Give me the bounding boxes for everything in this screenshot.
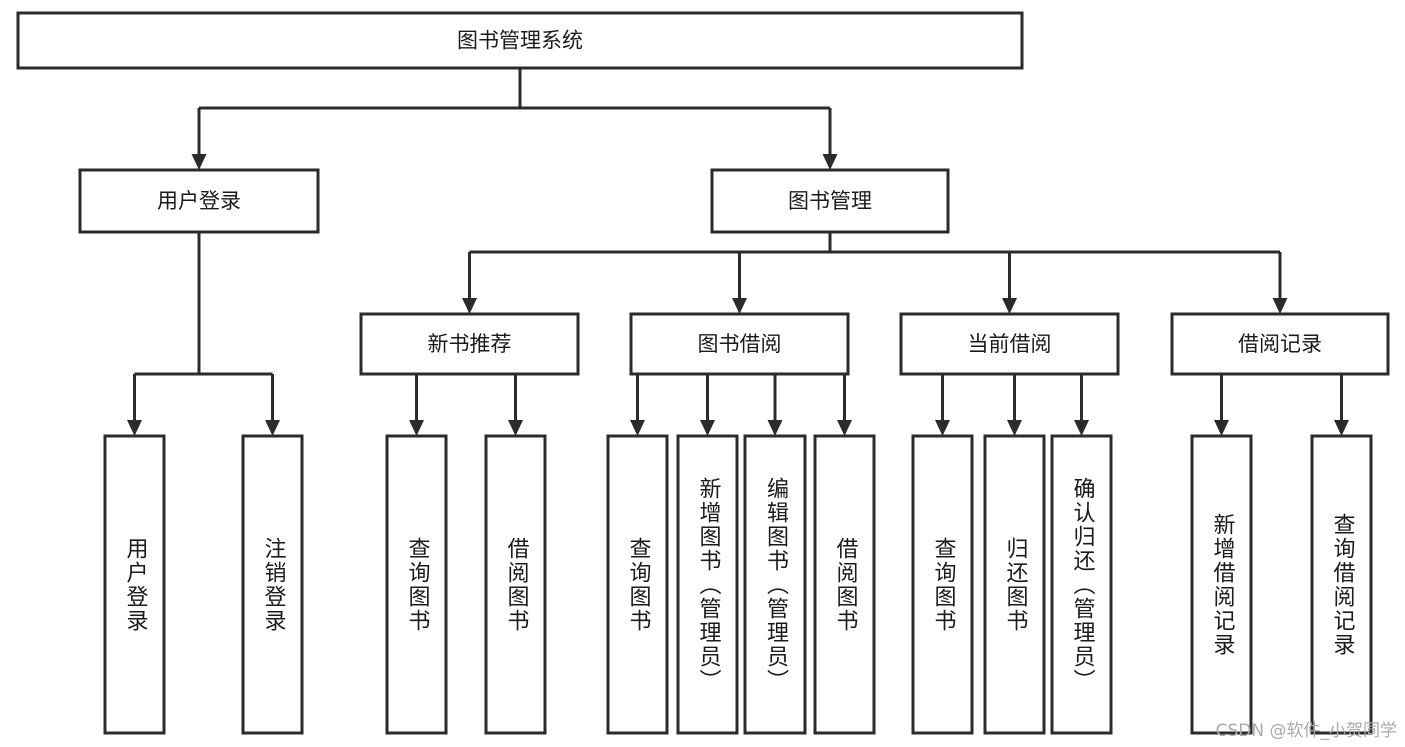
node-label-leaf-br-add: 新增借阅记录 (1209, 512, 1235, 657)
arrowhead-current-borrow-to-leaf-cb-return (1007, 420, 1022, 436)
arrowhead-root-to-book-manage (822, 154, 838, 170)
arrowhead-current-borrow-to-leaf-cb-confirm (1074, 420, 1089, 436)
node-box-leaf-rec-borrow[interactable] (484, 434, 547, 735)
node-label-wrap-leaf-bb-edit: 编辑图书（管理员） (745, 436, 805, 733)
node-box-leaf-user-login[interactable] (103, 434, 166, 735)
arrowhead-book-borrow-to-leaf-bb-edit (767, 420, 783, 436)
node-label-leaf-bb-add: 新增图书（管理员） (695, 476, 721, 693)
node-label-wrap-leaf-bb-add: 新增图书（管理员） (678, 436, 737, 733)
node-label-user-login: 用户登录 (157, 189, 241, 213)
node-box-current-borrow[interactable] (899, 312, 1120, 376)
node-label-leaf-logout: 注销登录 (260, 536, 286, 633)
arrowhead-book-manage-to-borrow-record (1272, 298, 1288, 314)
node-label-leaf-bb-borrow: 借阅图书 (832, 536, 858, 633)
node-label-wrap-leaf-user-login: 用户登录 (105, 436, 164, 733)
node-label-leaf-rec-query: 查询图书 (404, 536, 430, 633)
arrowhead-book-manage-to-book-borrow (732, 298, 747, 314)
node-label-leaf-cb-return: 归还图书 (1002, 536, 1028, 633)
node-box-leaf-bb-borrow[interactable] (813, 434, 876, 735)
node-label-wrap-leaf-rec-query: 查询图书 (387, 436, 446, 733)
arrowhead-book-borrow-to-leaf-bb-add (700, 420, 715, 436)
boxes-layer (16, 11, 1390, 735)
node-box-root[interactable] (16, 11, 1024, 70)
node-label-borrow-record: 借阅记录 (1238, 332, 1322, 356)
node-label-leaf-cb-confirm: 确认归还（管理员） (1069, 476, 1095, 693)
node-label-wrap-leaf-cb-confirm: 确认归还（管理员） (1052, 436, 1111, 733)
arrowhead-borrow-record-to-leaf-br-add (1214, 420, 1229, 436)
node-label-root: 图书管理系统 (457, 29, 583, 53)
node-box-leaf-cb-confirm[interactable] (1050, 434, 1113, 735)
arrowhead-user-login-to-leaf-user-login (127, 420, 142, 436)
node-label-leaf-bb-edit: 编辑图书（管理员） (762, 476, 788, 693)
arrowhead-book-manage-to-current-borrow (1002, 298, 1017, 314)
node-label-wrap-leaf-bb-borrow: 借阅图书 (815, 436, 874, 733)
edges-layer (127, 68, 1349, 436)
node-box-user-login[interactable] (78, 168, 320, 234)
node-box-leaf-br-query[interactable] (1310, 434, 1373, 735)
node-box-borrow-record[interactable] (1170, 312, 1390, 376)
node-label-leaf-user-login: 用户登录 (122, 536, 148, 633)
arrowhead-current-borrow-to-leaf-cb-query (935, 420, 950, 436)
node-label-leaf-bb-query: 查询图书 (625, 536, 651, 633)
node-label-wrap-leaf-rec-borrow: 借阅图书 (486, 436, 545, 733)
node-label-wrap-leaf-bb-query: 查询图书 (608, 436, 667, 733)
node-label-wrap-leaf-br-query: 查询借阅记录 (1312, 436, 1371, 733)
node-label-leaf-rec-borrow: 借阅图书 (503, 536, 529, 633)
arrowhead-borrow-record-to-leaf-br-query (1334, 420, 1349, 436)
node-label-wrap-leaf-logout: 注销登录 (243, 436, 302, 733)
arrowhead-new-book-rec-to-leaf-rec-borrow (508, 420, 523, 436)
arrowhead-new-book-rec-to-leaf-rec-query (409, 420, 424, 436)
node-label-leaf-br-query: 查询借阅记录 (1329, 512, 1355, 657)
node-box-leaf-bb-query[interactable] (606, 434, 669, 735)
arrowhead-root-to-user-login (191, 154, 207, 170)
node-box-leaf-br-add[interactable] (1190, 434, 1253, 735)
arrowhead-book-borrow-to-leaf-bb-borrow (837, 420, 852, 436)
arrowhead-book-borrow-to-leaf-bb-query (630, 420, 645, 436)
node-box-book-manage[interactable] (710, 168, 950, 234)
node-box-new-book-rec[interactable] (359, 312, 580, 376)
node-label-leaf-cb-query: 查询图书 (930, 536, 956, 633)
node-label-book-borrow: 图书借阅 (698, 332, 782, 356)
node-box-book-borrow[interactable] (629, 312, 850, 376)
node-label-book-manage: 图书管理 (788, 189, 872, 213)
node-label-wrap-leaf-br-add: 新增借阅记录 (1192, 436, 1251, 733)
node-box-leaf-bb-add[interactable] (676, 434, 739, 735)
node-box-leaf-rec-query[interactable] (385, 434, 448, 735)
node-box-leaf-bb-edit[interactable] (743, 434, 807, 735)
arrowhead-user-login-to-leaf-logout (265, 420, 280, 436)
node-box-leaf-logout[interactable] (241, 434, 304, 735)
node-box-leaf-cb-return[interactable] (983, 434, 1046, 735)
node-label-wrap-leaf-cb-return: 归还图书 (985, 436, 1044, 733)
arrowhead-book-manage-to-new-book-rec (462, 298, 477, 314)
node-label-new-book-rec: 新书推荐 (428, 332, 512, 356)
node-label-current-borrow: 当前借阅 (968, 332, 1052, 356)
node-label-wrap-leaf-cb-query: 查询图书 (913, 436, 972, 733)
node-box-leaf-cb-query[interactable] (911, 434, 974, 735)
